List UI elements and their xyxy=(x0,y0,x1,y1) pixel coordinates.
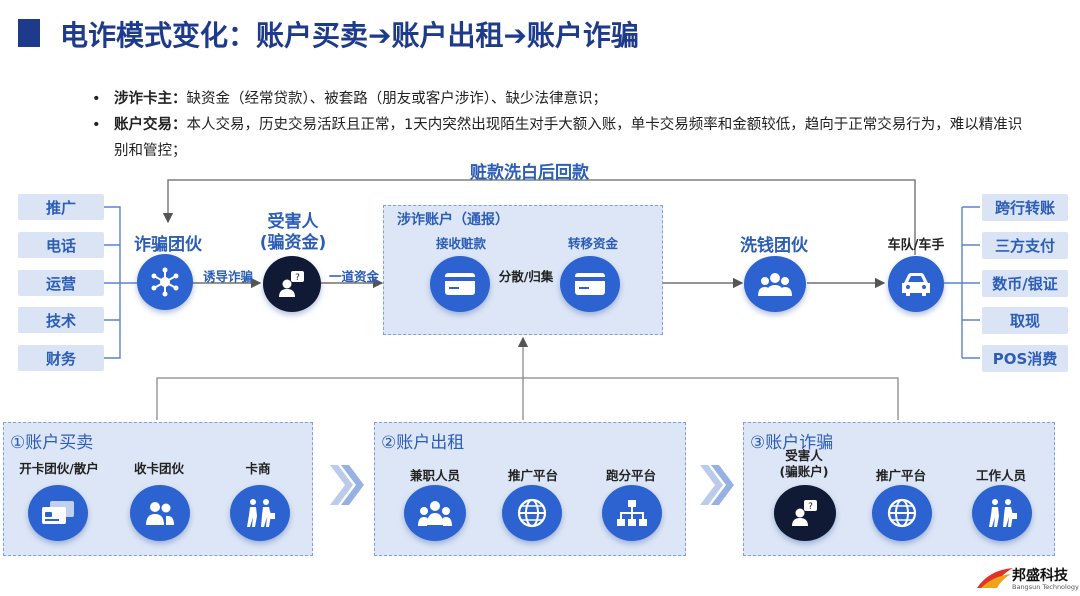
cards-icon xyxy=(42,501,74,524)
hierarchy-icon xyxy=(617,500,647,526)
receive-label: 接收赃款 xyxy=(435,236,486,251)
source-box: 运营 xyxy=(18,270,104,296)
loop-label: 赃款洗白后回款 xyxy=(470,163,589,183)
logo-icon xyxy=(977,568,1013,588)
bullet-item: • 涉诈卡主：缺资金（经常贷款）、被套路（朋友或客户涉诈）、缺少法律意识； xyxy=(92,86,1032,112)
mode-node-label: 收卡团伙 xyxy=(133,461,184,476)
promo-platform-node xyxy=(872,485,932,541)
mode-node-label: 推广平台 xyxy=(875,468,926,483)
move-node xyxy=(560,256,620,312)
person-question-icon: ? xyxy=(279,271,304,297)
car-team-node xyxy=(888,256,944,312)
logo-sub: Bangsun Technology xyxy=(1012,583,1079,591)
fraud-group-label: 诈骗团伙 xyxy=(134,235,202,255)
bullet-item: • 账户交易：本人交易，历史交易活跃且正常，1天内突然出现陌生对手大额入账，单卡… xyxy=(92,112,1032,164)
group-icon xyxy=(418,501,452,526)
source-box: 财务 xyxy=(18,345,104,371)
loop-arrow xyxy=(162,179,916,255)
source-box: 技术 xyxy=(18,307,104,333)
score-platform-node xyxy=(602,485,662,541)
mode-node-label: 受害人 (骗账户) xyxy=(779,448,829,479)
promo-platform-node xyxy=(502,485,562,541)
bullet-text: 缺资金（经常贷款）、被套路（朋友或客户涉诈）、缺少法律意识； xyxy=(186,91,608,107)
edge-split-label: 分散/归集 xyxy=(498,269,554,284)
globe-icon xyxy=(887,498,917,528)
bullet-dot: • xyxy=(92,91,101,107)
victim-account-node: ? xyxy=(774,485,836,541)
mode-title: ②账户出租 xyxy=(381,433,465,453)
victim-label: 受害人 (骗资金) xyxy=(259,212,327,253)
edge-induce-label: 诱导诈骗 xyxy=(202,269,253,284)
receive-node xyxy=(430,256,490,312)
channel-box: 三方支付 xyxy=(982,232,1068,259)
globe-icon xyxy=(517,498,547,528)
svg-text:?: ? xyxy=(295,273,300,283)
move-label: 转移资金 xyxy=(567,236,618,251)
walking-people-icon xyxy=(247,499,275,527)
bullet-dot: • xyxy=(92,117,101,133)
bullet-heading: 涉诈卡主： xyxy=(114,91,187,107)
source-box: 电话 xyxy=(18,232,104,258)
logo-mark xyxy=(975,566,1015,590)
bullet-text: 本人交易，历史交易活跃且正常，1天内突然出现陌生对手大额入账，单卡交易频率和金额… xyxy=(114,117,1023,159)
channel-box: 跨行转账 xyxy=(982,194,1068,221)
modes-link xyxy=(156,377,899,420)
card-dealer-node xyxy=(230,485,290,541)
edge-transfer-label: 一道资金 xyxy=(328,269,379,284)
laundering-node xyxy=(744,256,806,312)
users-icon xyxy=(146,502,174,525)
fraud-group-node xyxy=(137,254,193,310)
person-question-icon: ? xyxy=(792,500,817,526)
group-icon xyxy=(758,273,792,296)
right-bracket xyxy=(944,206,980,359)
bullet-list: • 涉诈卡主：缺资金（经常贷款）、被套路（朋友或客户涉诈）、缺少法律意识； • … xyxy=(92,86,1032,164)
source-box: 推广 xyxy=(18,194,104,220)
car-team-label: 车队/车手 xyxy=(887,238,945,253)
page-title: 电诈模式变化：账户买卖➔账户出租➔账户诈骗 xyxy=(60,19,639,52)
mode-node-label: 工作人员 xyxy=(975,468,1026,483)
channel-box: 数币/银证 xyxy=(982,270,1068,297)
network-icon xyxy=(151,267,179,297)
mode-node-label: 开卡团伙/散户 xyxy=(19,461,99,476)
walking-people-icon xyxy=(989,499,1017,527)
card-icon xyxy=(445,273,475,295)
logo-name: 邦盛科技 xyxy=(1012,568,1068,584)
account-panel-title: 涉诈账户（通报） xyxy=(397,212,509,228)
card-icon xyxy=(575,273,605,295)
car-icon xyxy=(902,273,930,296)
chevron-icon xyxy=(330,465,734,505)
mode-node-label: 推广平台 xyxy=(507,468,558,483)
mode-node-label: 卡商 xyxy=(245,461,271,476)
card-collect-node xyxy=(130,485,190,541)
channel-box: POS消费 xyxy=(982,345,1068,372)
card-open-node xyxy=(28,485,88,541)
left-bracket xyxy=(103,206,138,359)
bullet-heading: 账户交易： xyxy=(114,117,187,133)
part-time-node xyxy=(404,485,466,541)
mode-node-label: 兼职人员 xyxy=(409,468,460,483)
channel-box: 取现 xyxy=(982,307,1068,334)
victim-node: ? xyxy=(263,256,321,312)
mode-title: ①账户买卖 xyxy=(10,433,94,453)
mode-title: ③账户诈骗 xyxy=(750,433,834,453)
mode-node-label: 跑分平台 xyxy=(605,468,656,483)
title-accent-bar xyxy=(18,19,40,47)
svg-text:?: ? xyxy=(808,502,813,512)
laundering-label: 洗钱团伙 xyxy=(740,236,808,256)
staff-node xyxy=(972,485,1032,541)
